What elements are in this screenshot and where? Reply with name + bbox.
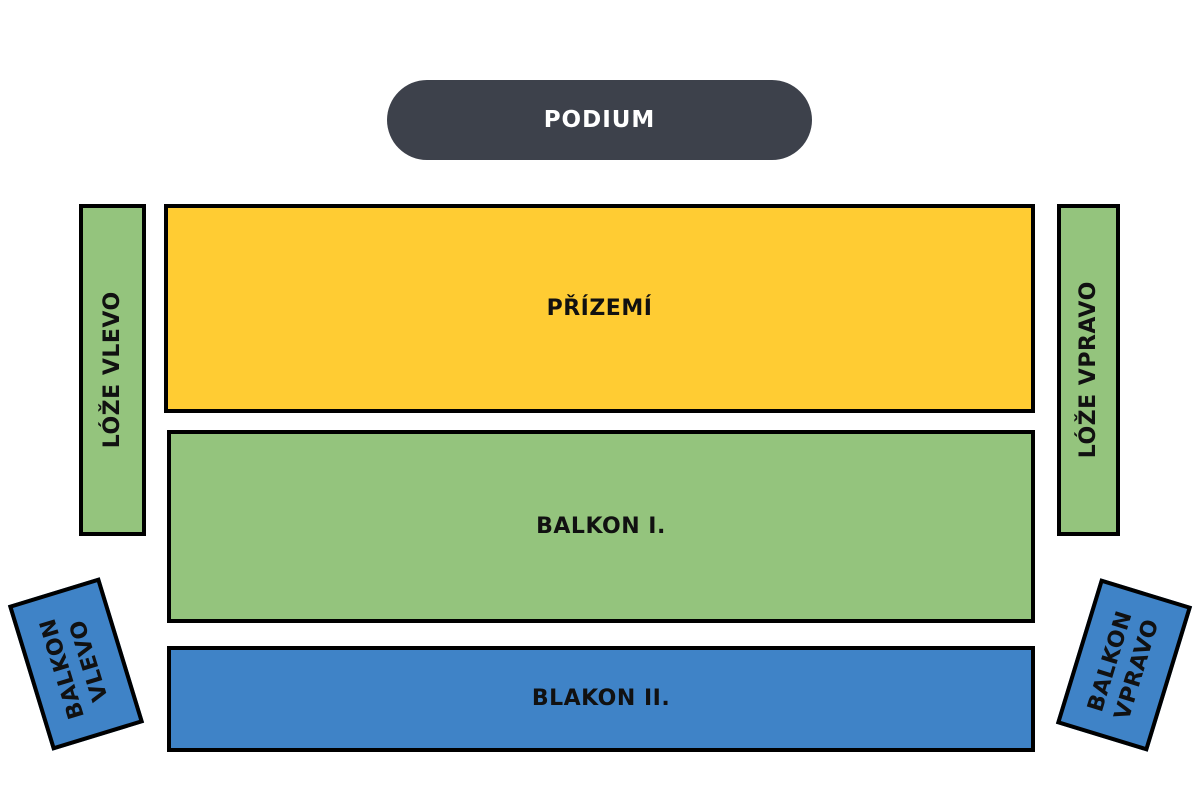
section-prizemi[interactable]: PŘÍZEMÍ: [164, 204, 1035, 413]
section-loze-vlevo[interactable]: LÓŽE VLEVO: [79, 204, 146, 536]
section-balkon-1[interactable]: BALKON I.: [167, 430, 1035, 623]
section-loze-vpravo[interactable]: LÓŽE VPRAVO: [1057, 204, 1120, 536]
section-balkon-vpravo-label: BALKON VPRAVO: [1083, 607, 1165, 723]
section-loze-vlevo-label: LÓŽE VLEVO: [99, 291, 125, 449]
section-balkon-vlevo-label: BALKON VLEVO: [35, 614, 114, 722]
stage-podium: PODIUM: [387, 80, 812, 160]
section-balkon-vlevo[interactable]: BALKON VLEVO: [7, 577, 145, 751]
section-balkon-2[interactable]: BLAKON II.: [167, 646, 1035, 752]
stage-label: PODIUM: [543, 106, 656, 133]
section-balkon-vpravo[interactable]: BALKON VPRAVO: [1055, 578, 1193, 752]
section-balkon-1-label: BALKON I.: [536, 513, 666, 539]
section-prizemi-label: PŘÍZEMÍ: [546, 295, 653, 321]
section-balkon-2-label: BLAKON II.: [531, 686, 671, 712]
section-loze-vpravo-label: LÓŽE VPRAVO: [1075, 281, 1101, 459]
